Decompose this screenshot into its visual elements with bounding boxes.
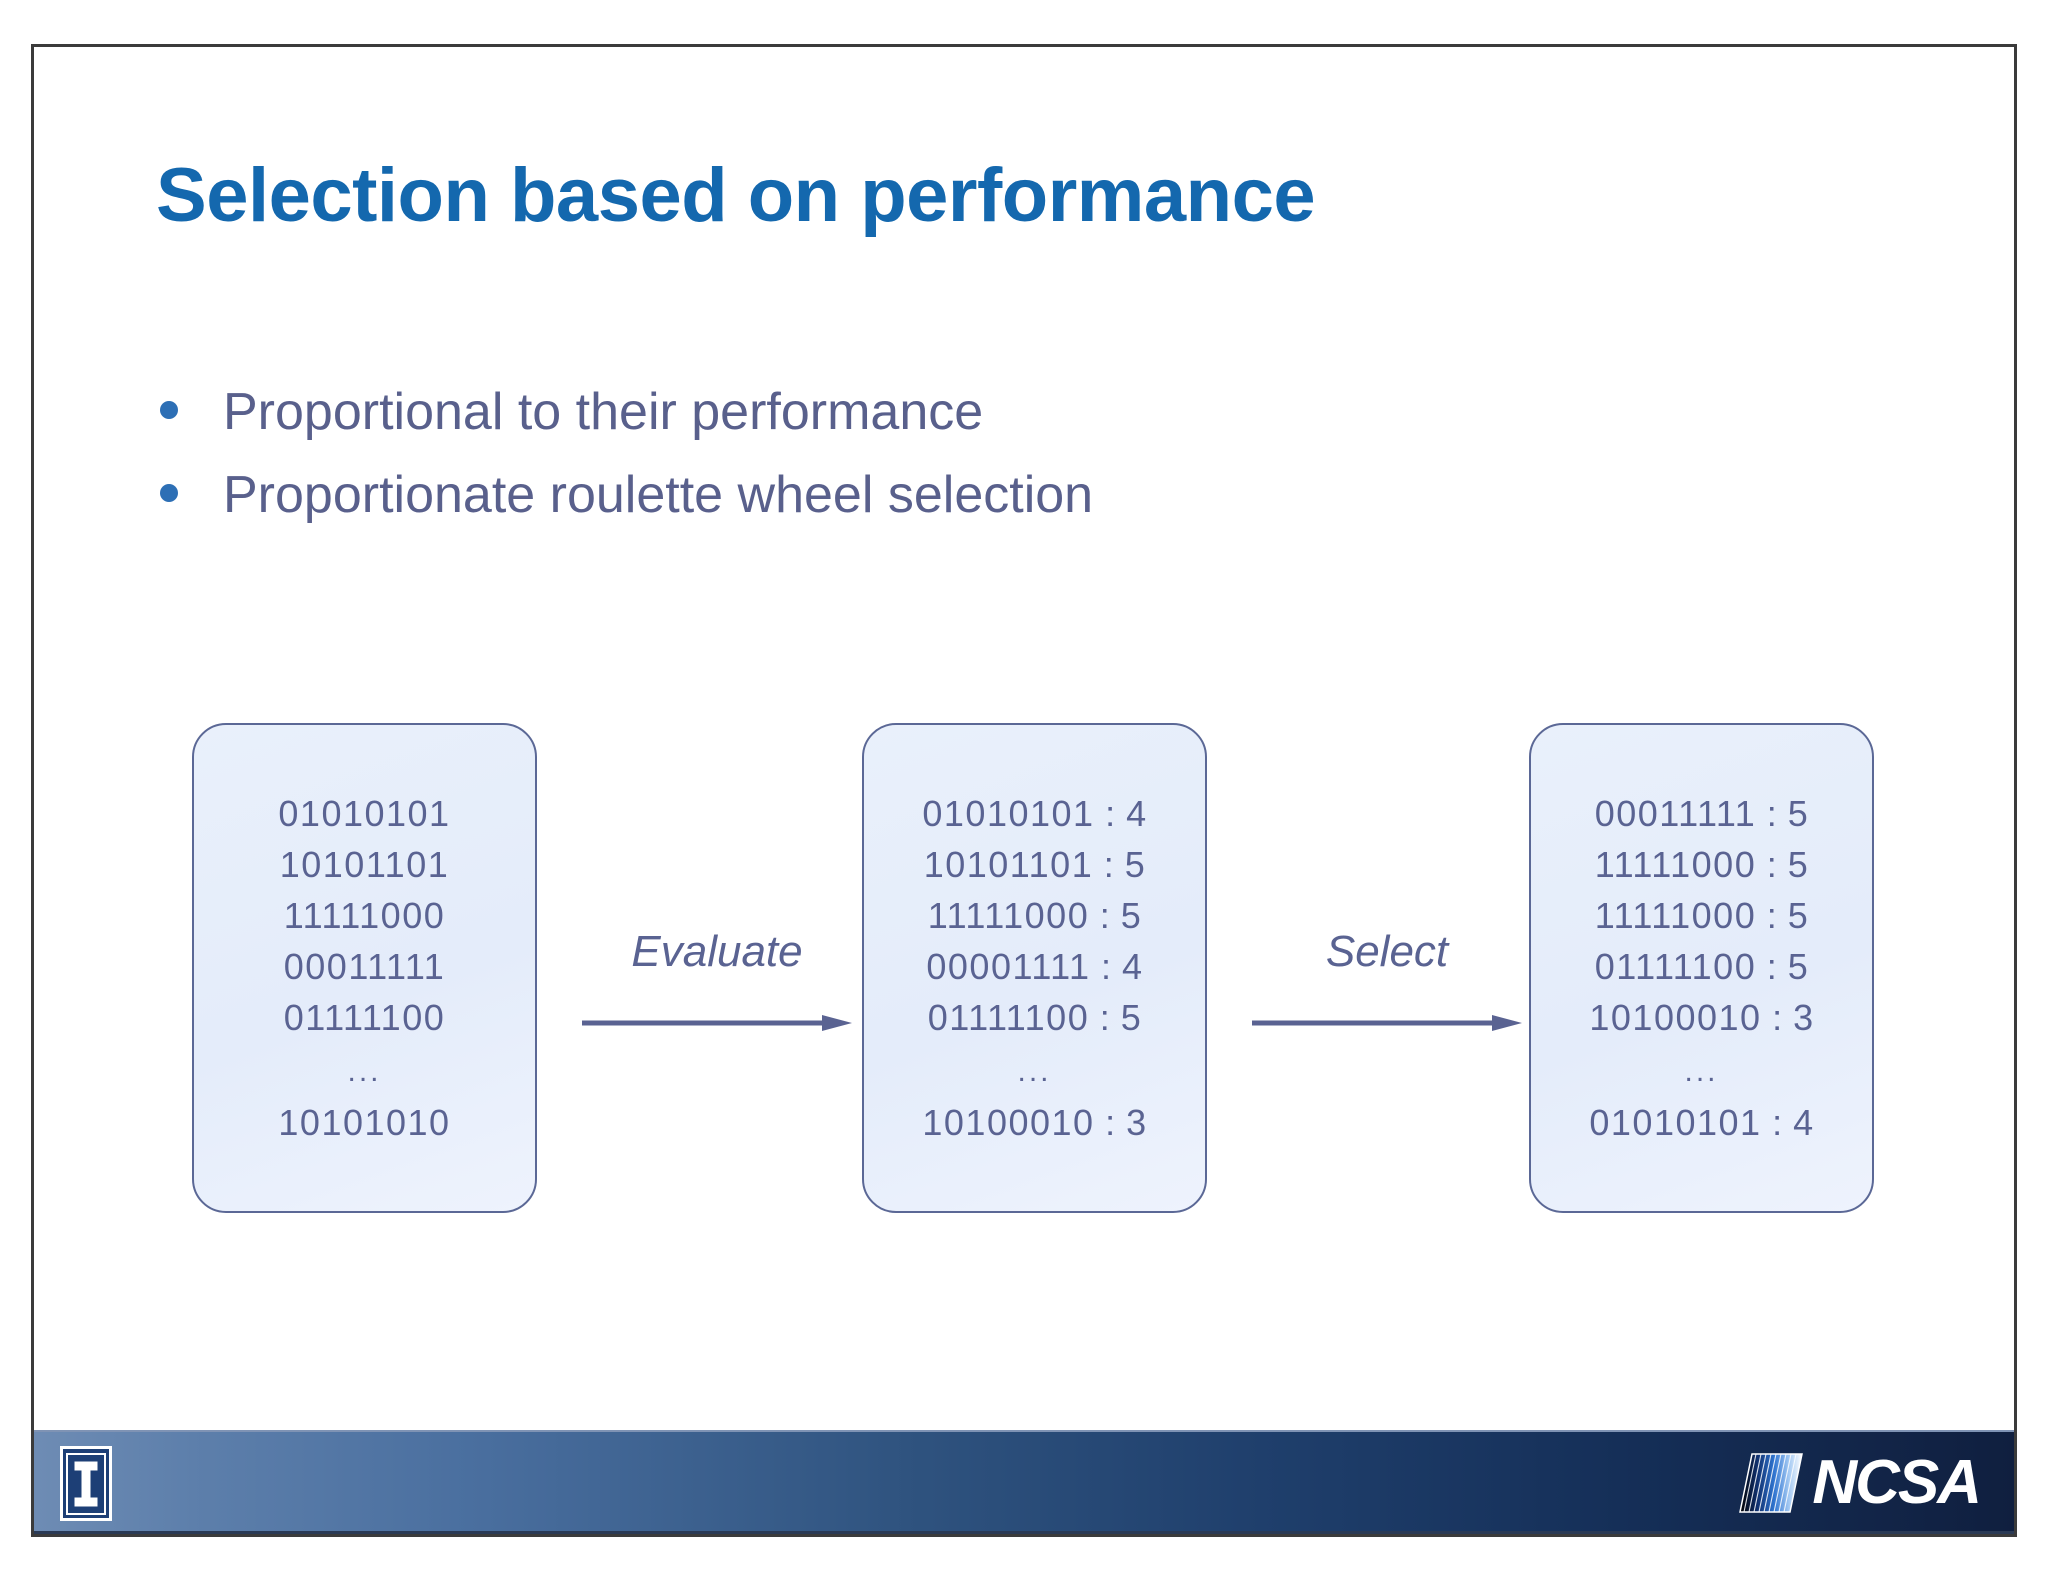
genome-row: 01010101 : 4	[1589, 1097, 1813, 1148]
population-box: 01010101 10101101 11111000 00011111 01111100…	[192, 723, 537, 1213]
rows-ellipsis: ...	[1684, 1043, 1718, 1097]
genome-bits: 01010101	[1589, 1102, 1762, 1144]
arrow-right-icon	[582, 1015, 852, 1031]
genome-row: 10101101	[280, 839, 450, 890]
genome-bits: 10101101	[923, 843, 1094, 885]
genome-bits: ...	[347, 1055, 382, 1089]
genome-score: : 3	[1094, 1102, 1147, 1144]
select-arrow-group: Select	[1252, 927, 1522, 1057]
genome-bits: 01111100	[283, 997, 446, 1039]
genome-bits: 10101010	[278, 1102, 451, 1144]
genome-score: : 5	[1756, 946, 1809, 987]
genome-row: 11111000 : 5	[1595, 890, 1809, 941]
genome-row: 01111100 : 5	[928, 992, 1142, 1043]
genome-score: : 4	[1761, 1102, 1814, 1144]
genome-row: 11111000	[284, 890, 445, 941]
ncsa-logo: NCSA	[1738, 1448, 1982, 1518]
genome-bits: 00001111	[926, 946, 1091, 987]
genome-bits: 11111000	[283, 894, 446, 936]
arrow-right-icon	[1252, 1015, 1522, 1031]
genome-bits: 01010101	[278, 792, 451, 834]
bullet-list: Proportional to their performance Propor…	[156, 382, 1556, 549]
genome-row: 11111000 : 5	[928, 890, 1142, 941]
genome-score: : 5	[1756, 843, 1809, 885]
genome-row: 01010101 : 4	[922, 788, 1146, 839]
slide: Selection based on performance Proportio…	[31, 44, 2017, 1537]
genome-row: 00011111 : 5	[1595, 788, 1809, 839]
genome-bits: 11111000	[927, 894, 1090, 936]
genome-bits: ...	[1684, 1055, 1719, 1089]
bullet-text: Proportional to their performance	[223, 383, 984, 441]
genome-bits: 10101101	[279, 843, 450, 885]
genome-score: : 3	[1761, 997, 1814, 1039]
genome-bits: 01111100	[1594, 946, 1757, 987]
block-i-icon	[74, 1461, 98, 1506]
genome-score: : 4	[1094, 792, 1147, 834]
genome-bits: 11111000	[1594, 894, 1757, 936]
bullet-dot-icon	[160, 401, 178, 419]
page-title: Selection based on performance	[156, 153, 1316, 238]
genome-row: 11111000 : 5	[1595, 839, 1809, 890]
illinois-logo	[60, 1446, 112, 1521]
ncsa-mark-icon	[1739, 1453, 1804, 1513]
genome-bits: 00011111	[283, 946, 446, 987]
ncsa-wordmark: NCSA	[1812, 1448, 1982, 1517]
genome-score: : 5	[1756, 894, 1809, 936]
genome-bits: 01010101	[922, 792, 1095, 834]
population-rows: 01010101 10101101 11111000 00011111 01111100…	[278, 788, 450, 1149]
genome-row: 00011111	[284, 941, 445, 992]
rows-ellipsis: ...	[1017, 1043, 1051, 1097]
footer-bar: NCSA	[34, 1430, 2014, 1534]
genome-bits: 01111100	[927, 997, 1090, 1039]
evaluate-label: Evaluate	[631, 927, 803, 976]
select-label: Select	[1325, 927, 1449, 976]
genome-bits: 10100010	[1589, 997, 1762, 1039]
list-item: Proportionate roulette wheel selection	[156, 465, 1556, 526]
genome-row: 10100010 : 3	[922, 1097, 1146, 1148]
selection-diagram: 01010101 10101101 11111000 00011111 01111100…	[34, 47, 2014, 1534]
genome-row: 01111100 : 5	[1595, 941, 1809, 992]
genome-row: 01111100	[284, 992, 445, 1043]
genome-score: : 5	[1089, 997, 1142, 1039]
genome-score: : 4	[1090, 946, 1143, 987]
list-item: Proportional to their performance	[156, 382, 1556, 443]
genome-row: 00001111 : 4	[926, 941, 1142, 992]
genome-bits: 11111000	[1594, 843, 1757, 885]
genome-score: : 5	[1756, 792, 1809, 834]
bullet-text: Proportionate roulette wheel selection	[223, 466, 1094, 525]
genome-row: 01010101	[278, 788, 450, 839]
genome-score: : 5	[1089, 894, 1142, 936]
genome-bits: 00011111	[1594, 792, 1757, 834]
evaluate-arrow-group: Evaluate	[582, 927, 852, 1057]
genome-row: 10100010 : 3	[1589, 992, 1813, 1043]
rows-ellipsis: ...	[347, 1043, 381, 1097]
bullet-dot-icon	[160, 484, 178, 503]
genome-row: 10101101 : 5	[924, 839, 1146, 890]
genome-score: : 5	[1093, 843, 1146, 885]
genome-row: 10101010	[278, 1097, 450, 1148]
genome-bits: 10100010	[922, 1102, 1095, 1144]
illinois-logo-frame	[66, 1452, 106, 1515]
genome-bits: ...	[1017, 1055, 1052, 1089]
